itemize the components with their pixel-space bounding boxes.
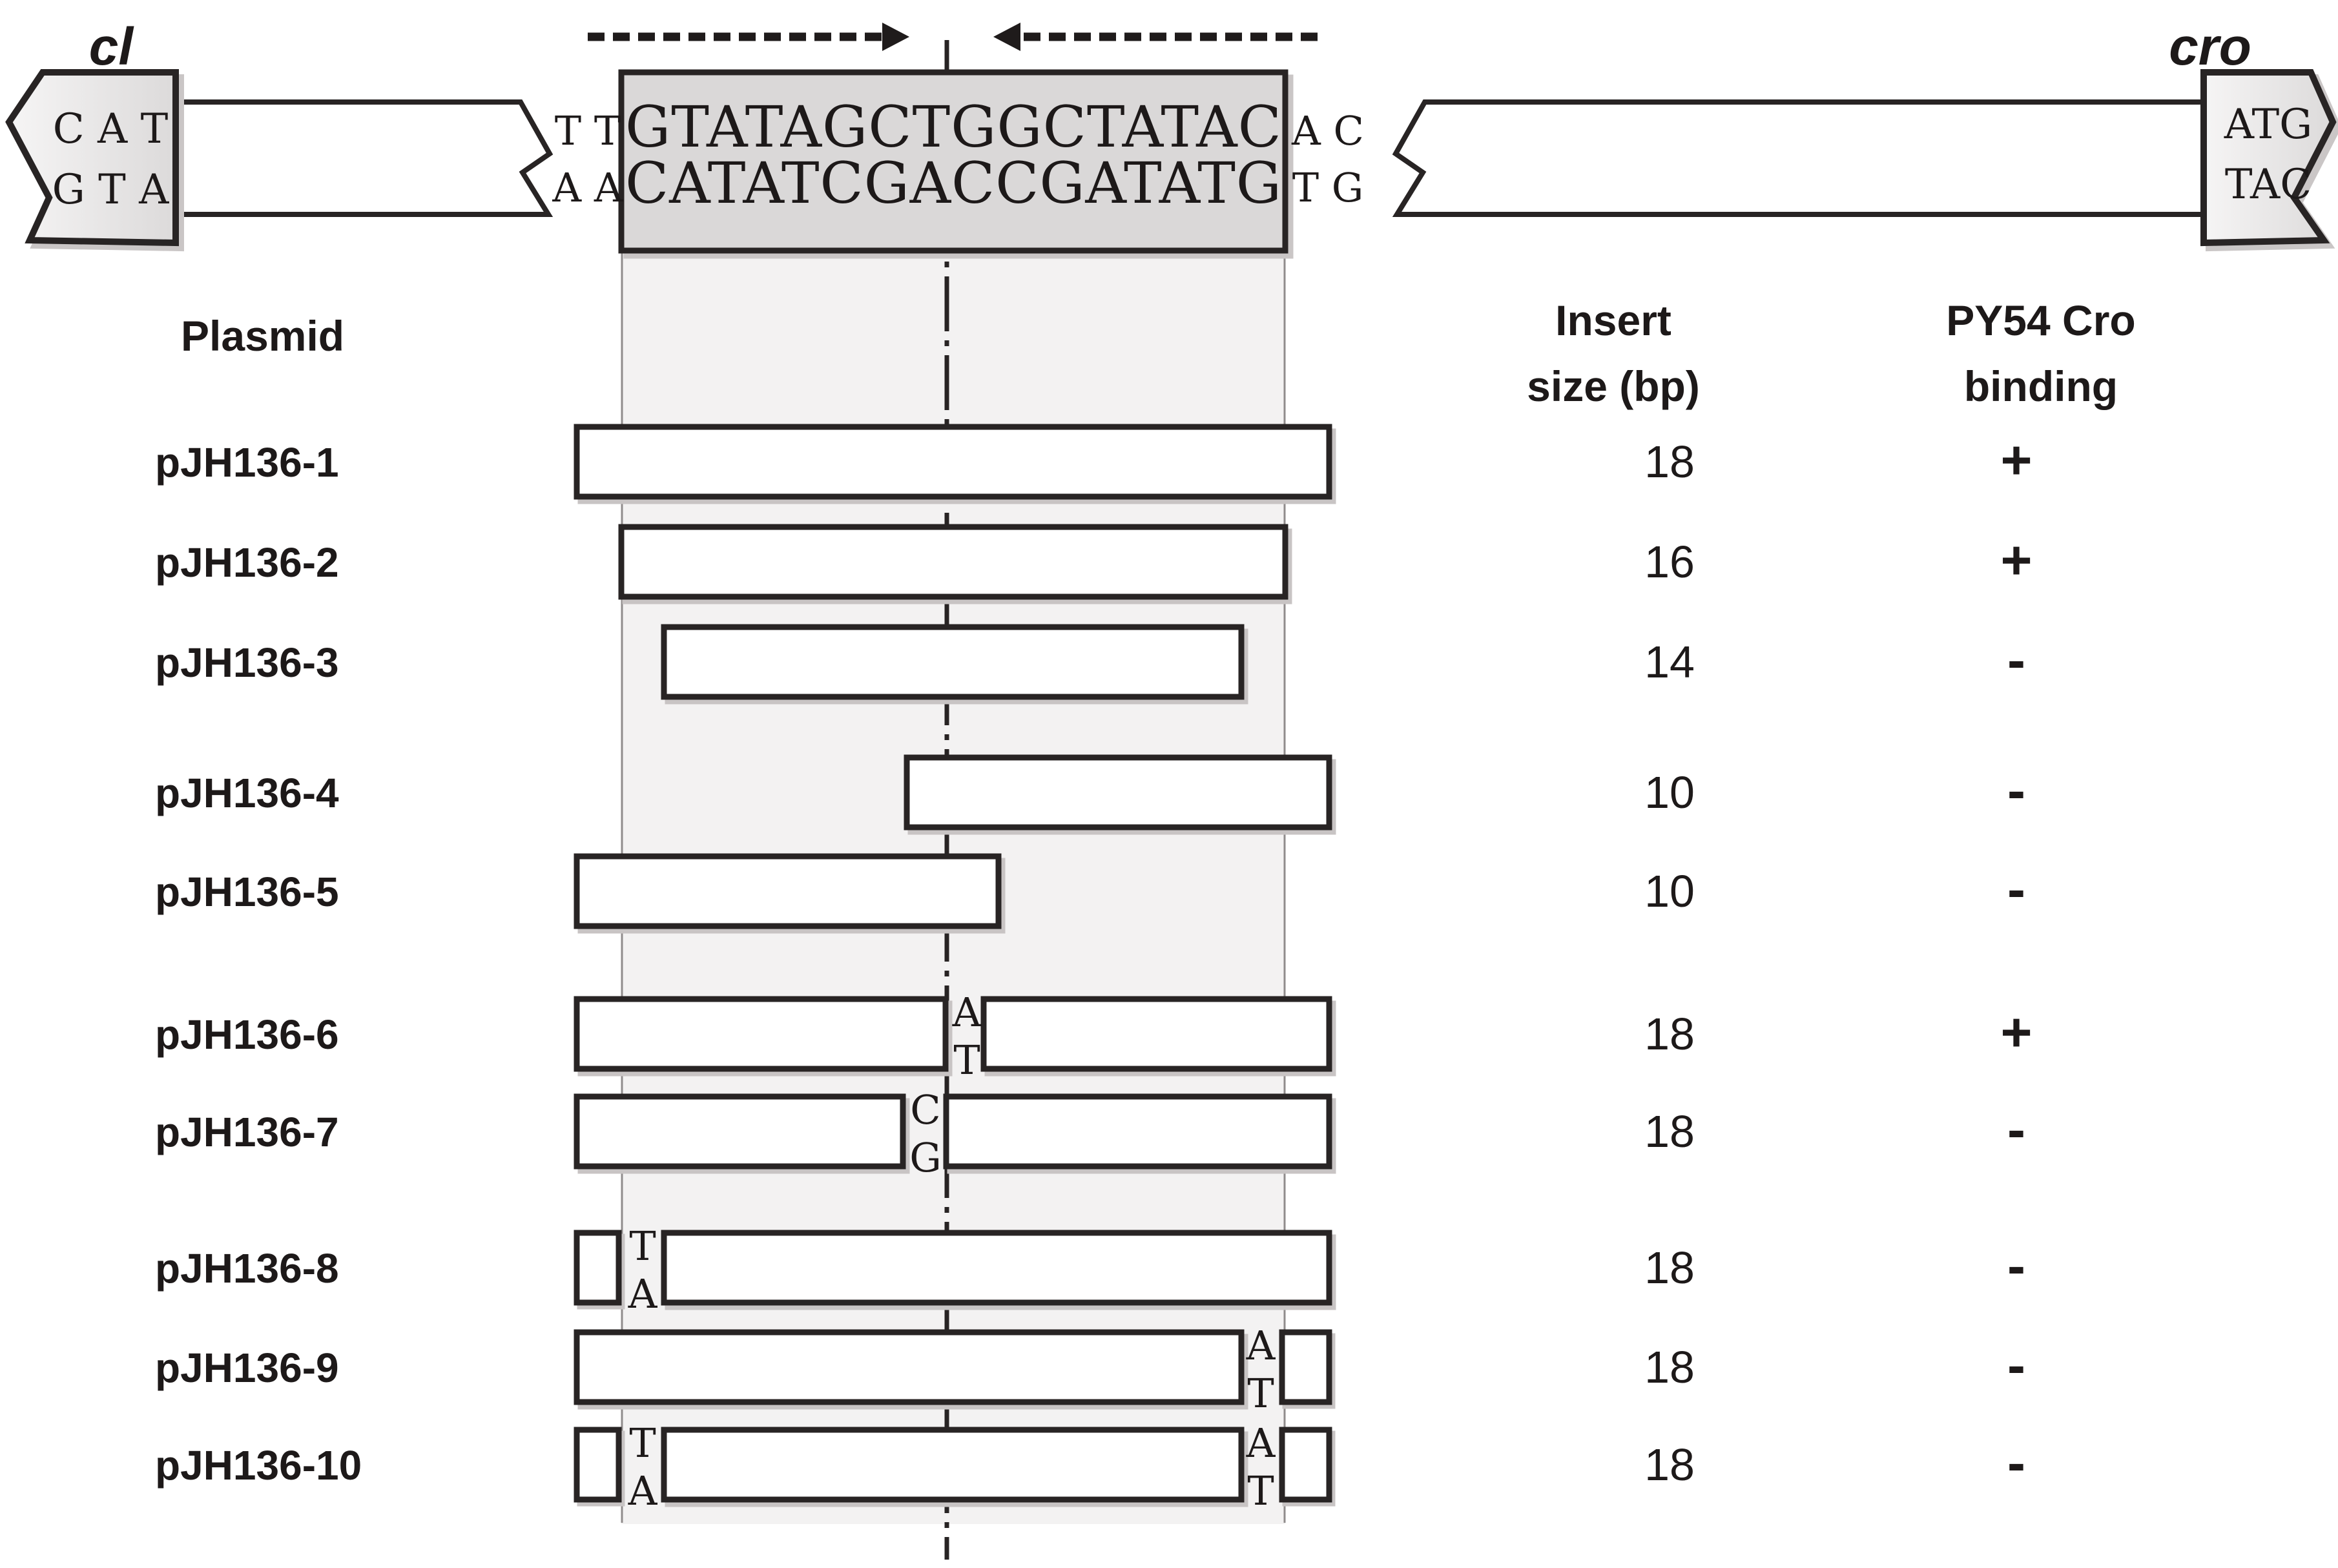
- bottom-left-flank-bases: A A: [552, 164, 623, 211]
- insert-bar: [661, 624, 1245, 700]
- binding-value: -: [2007, 1099, 2025, 1160]
- insert-size-value: 18: [1644, 1342, 1695, 1392]
- plasmid-name: pJH136-3: [155, 639, 339, 686]
- cro-bottom-codon: TAC: [2225, 161, 2312, 209]
- operator-sequence-box: [618, 69, 1288, 254]
- inserted-base-bottom: T: [1247, 1370, 1274, 1417]
- plasmid-name: pJH136-1: [155, 439, 339, 486]
- top-right-flank-bases: A C: [1291, 107, 1364, 154]
- insert-bar: [574, 1230, 622, 1306]
- binding-header-line2: binding: [1964, 362, 2118, 410]
- cl-gene-label: cl: [89, 17, 135, 76]
- insert-bar: [1279, 1329, 1332, 1405]
- binding-value: +: [2000, 1002, 2032, 1062]
- left-dna-ribbon: [171, 99, 553, 217]
- plasmid-row: pJH136-1 18 +: [155, 424, 2033, 500]
- binding-value: -: [2007, 1432, 2025, 1493]
- inserted-base-bottom: T: [953, 1037, 980, 1084]
- insert-size-header-line2: size (bp): [1527, 362, 1700, 410]
- cro-gene-label: cro: [2169, 17, 2251, 76]
- insert-bar: [574, 424, 1332, 500]
- binding-value: +: [2000, 429, 2032, 490]
- binding-header-line1: PY54 Cro: [1946, 296, 2135, 344]
- plasmid-name: pJH136-10: [155, 1442, 362, 1489]
- bottom-right-flank-bases: T G: [1292, 164, 1364, 211]
- plasmid-row: pJH136-7 CG 18 -: [155, 1086, 2025, 1181]
- bottom-strand-core-sequence: CATATCGACCGATATG: [625, 150, 1281, 216]
- left-arrowhead-icon: [993, 23, 1020, 51]
- insert-bar: [1279, 1427, 1332, 1503]
- right-arrowhead-icon: [882, 23, 909, 51]
- insert-bar: [904, 754, 1332, 830]
- cro-top-codon: ATG: [2224, 101, 2313, 149]
- binding-value: -: [2007, 630, 2025, 690]
- binding-value: +: [2000, 530, 2032, 590]
- plasmid-name: pJH136-2: [155, 539, 339, 586]
- inserted-base-top: C: [910, 1086, 940, 1133]
- insert-bar: [618, 524, 1288, 600]
- plasmid-row: pJH136-8 TA 18 -: [155, 1222, 2025, 1317]
- insert-bar: [661, 1230, 1332, 1306]
- insert-size-value: 18: [1644, 1439, 1695, 1490]
- insert-bar: [980, 996, 1332, 1072]
- inserted-base-top: A: [1246, 1419, 1276, 1467]
- inserted-base-top: T: [629, 1222, 656, 1270]
- inserted-base-bottom: T: [1247, 1467, 1274, 1514]
- insert-size-value: 16: [1644, 537, 1695, 587]
- plasmid-row: pJH136-3 14 -: [155, 624, 2025, 700]
- insert-bar: [661, 1427, 1245, 1503]
- insert-size-value: 14: [1644, 637, 1695, 687]
- plasmid-name: pJH136-6: [155, 1011, 339, 1058]
- insert-size-value: 18: [1644, 1009, 1695, 1059]
- inserted-base-bottom: G: [909, 1134, 942, 1181]
- insert-bar: [574, 853, 1002, 929]
- binding-value: -: [2007, 1335, 2025, 1396]
- cl-gene-box: [5, 69, 179, 247]
- top-strand-core-sequence: GTATAGCTGGCTATAC: [625, 94, 1281, 160]
- plasmid-row: pJH136-5 10 -: [155, 853, 2025, 929]
- insert-bar: [574, 1329, 1245, 1405]
- insert-bar: [574, 1093, 906, 1170]
- plasmid-name: pJH136-5: [155, 869, 339, 915]
- plasmid-row: pJH136-9 AT 18 -: [155, 1322, 2025, 1417]
- plasmid-row: pJH136-6 AT 18 +: [155, 989, 2033, 1084]
- insert-bar: [574, 1427, 622, 1503]
- insert-size-value: 10: [1644, 767, 1695, 818]
- insert-size-header-line1: Insert: [1555, 296, 1671, 344]
- insert-bar: [574, 996, 949, 1072]
- insert-size-value: 18: [1644, 1243, 1695, 1293]
- cl-top-codon: C A T: [53, 105, 169, 153]
- insert-size-value: 18: [1644, 1106, 1695, 1157]
- insert-size-value: 10: [1644, 866, 1695, 916]
- cl-bottom-codon: G T A: [52, 166, 170, 214]
- inserted-base-top: A: [1246, 1322, 1276, 1369]
- plasmid-name: pJH136-9: [155, 1345, 339, 1391]
- binding-value: -: [2007, 760, 2025, 821]
- plasmid-row: pJH136-2 16 +: [155, 524, 2033, 600]
- plasmid-column-header: Plasmid: [181, 312, 344, 360]
- binding-value: -: [2007, 859, 2025, 920]
- inserted-base-top: A: [952, 989, 982, 1036]
- binding-value: -: [2007, 1235, 2025, 1296]
- inserted-base-bottom: A: [628, 1467, 658, 1514]
- plasmid-name: pJH136-7: [155, 1109, 339, 1155]
- plasmid-row: pJH136-4 10 -: [155, 754, 2025, 830]
- cro-gene-box: [2200, 69, 2337, 247]
- inserted-base-bottom: A: [628, 1270, 658, 1317]
- top-left-flank-bases: T T: [555, 107, 621, 154]
- plasmid-name: pJH136-4: [155, 770, 339, 816]
- inserted-base-top: T: [629, 1419, 656, 1467]
- insert-size-value: 18: [1644, 437, 1695, 487]
- plasmid-name: pJH136-8: [155, 1245, 339, 1292]
- insert-bar: [943, 1093, 1332, 1170]
- right-dna-ribbon: [1392, 99, 2209, 217]
